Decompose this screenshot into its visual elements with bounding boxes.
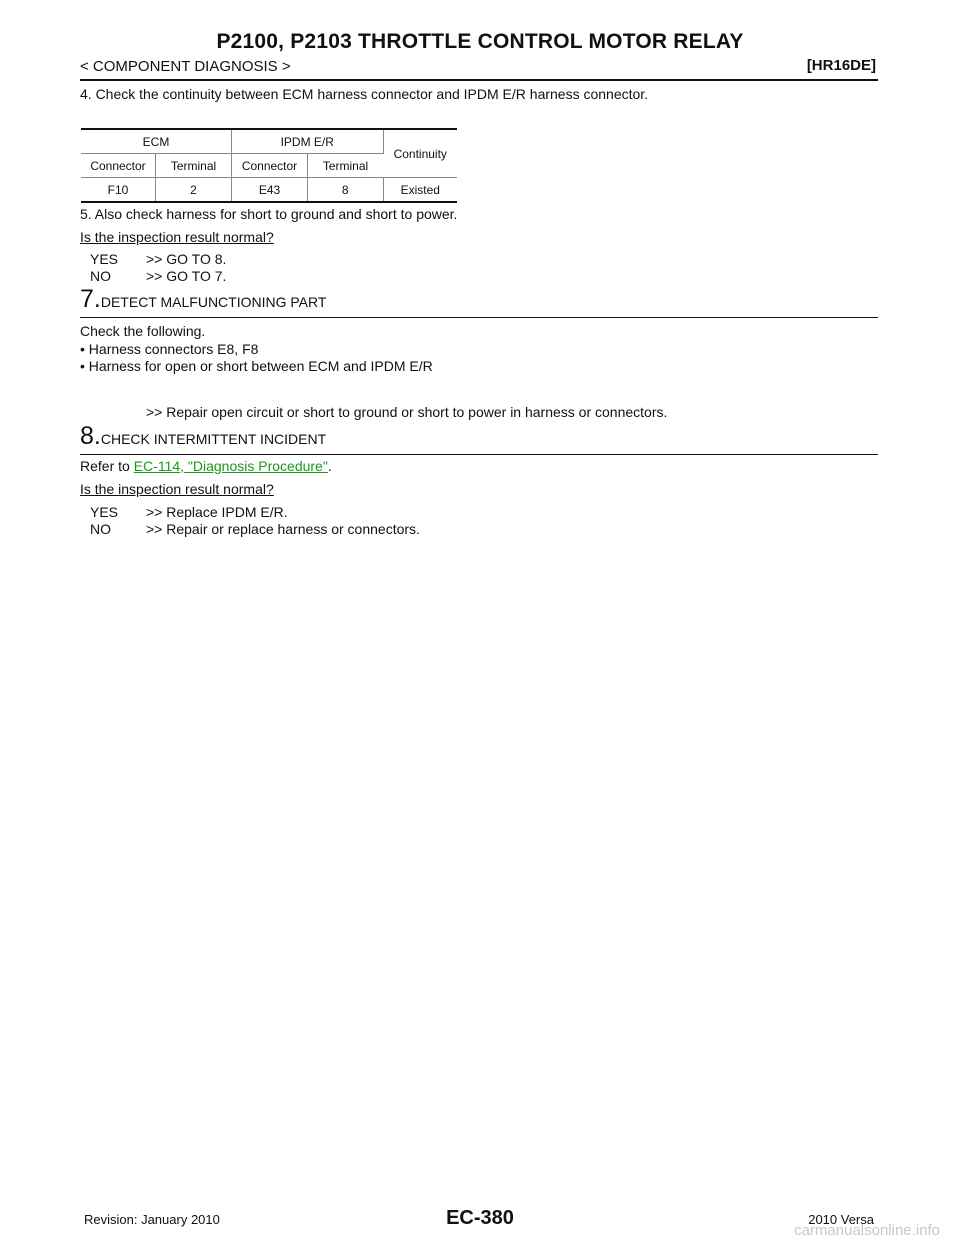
refer-prefix: Refer to — [80, 458, 134, 474]
ipdm-header: IPDM E/R — [231, 128, 384, 154]
cell-ipdm-connector: E43 — [231, 177, 308, 203]
table-subheader-row: Connector Terminal Connector Terminal — [81, 153, 457, 178]
step-7-heading: 7.DETECT MALFUNCTIONING PART — [80, 287, 326, 312]
revision-date: Revision: January 2010 — [84, 1212, 220, 1227]
continuity-table: ECM IPDM E/R Continuity Connector Termin… — [81, 128, 457, 203]
diagnosis-procedure-link[interactable]: EC-114, "Diagnosis Procedure" — [133, 458, 328, 474]
yes-label: YES — [90, 504, 119, 520]
cell-ipdm-terminal: 8 — [307, 177, 384, 203]
step-8-heading: 8.CHECK INTERMITTENT INCIDENT — [80, 424, 326, 449]
page-title: P2100, P2103 THROTTLE CONTROL MOTOR RELA… — [216, 30, 744, 53]
list-item: • Harness for open or short between ECM … — [80, 358, 433, 374]
ecm-header: ECM — [81, 128, 232, 154]
step-5-text: 5. Also check harness for short to groun… — [80, 206, 458, 222]
yes-action: >> Replace IPDM E/R. — [146, 504, 288, 520]
yes-action: >> GO TO 8. — [146, 251, 227, 267]
inspection-question: Is the inspection result normal? — [80, 229, 274, 245]
subheader-connector: Connector — [231, 153, 308, 178]
refer-suffix: . — [327, 458, 332, 474]
table-header-row: ECM IPDM E/R Continuity — [81, 128, 457, 178]
subheader-connector: Connector — [81, 153, 156, 178]
cell-continuity: Existed — [383, 177, 457, 203]
engine-code: [HR16DE] — [806, 57, 876, 74]
yes-label: YES — [90, 251, 119, 267]
no-label: NO — [90, 521, 111, 537]
cell-ecm-connector: F10 — [81, 177, 156, 203]
page-number: EC-380 — [446, 1207, 514, 1229]
step-number: 8. — [80, 422, 101, 450]
refer-line: Refer to EC-114, "Diagnosis Procedure". — [80, 458, 332, 475]
step-title: DETECT MALFUNCTIONING PART — [100, 294, 327, 310]
subheader-terminal: Terminal — [307, 153, 383, 178]
list-item: • Harness connectors E8, F8 — [80, 341, 259, 357]
repair-action: >> Repair open circuit or short to groun… — [146, 404, 668, 420]
no-action: >> GO TO 7. — [146, 268, 227, 284]
cell-ecm-terminal: 2 — [155, 177, 232, 203]
step-title: CHECK INTERMITTENT INCIDENT — [100, 431, 327, 447]
check-intro: Check the following. — [80, 323, 206, 339]
no-action: >> Repair or replace harness or connecto… — [146, 521, 420, 537]
step-7-rule — [80, 317, 878, 318]
vehicle-model: 2010 Versa — [808, 1212, 874, 1227]
section-label: < COMPONENT DIAGNOSIS > — [80, 58, 291, 75]
watermark: carmanualsonline.info — [794, 1222, 940, 1239]
step-4-text: 4. Check the continuity between ECM harn… — [80, 86, 649, 102]
header-rule — [80, 79, 878, 81]
step-number: 7. — [80, 285, 101, 313]
step-8-rule — [80, 454, 878, 455]
subheader-terminal: Terminal — [155, 153, 232, 178]
continuity-header: Continuity — [383, 128, 457, 178]
table-row: F10 2 E43 8 Existed — [81, 177, 457, 203]
no-label: NO — [90, 268, 111, 284]
inspection-question: Is the inspection result normal? — [80, 481, 274, 497]
